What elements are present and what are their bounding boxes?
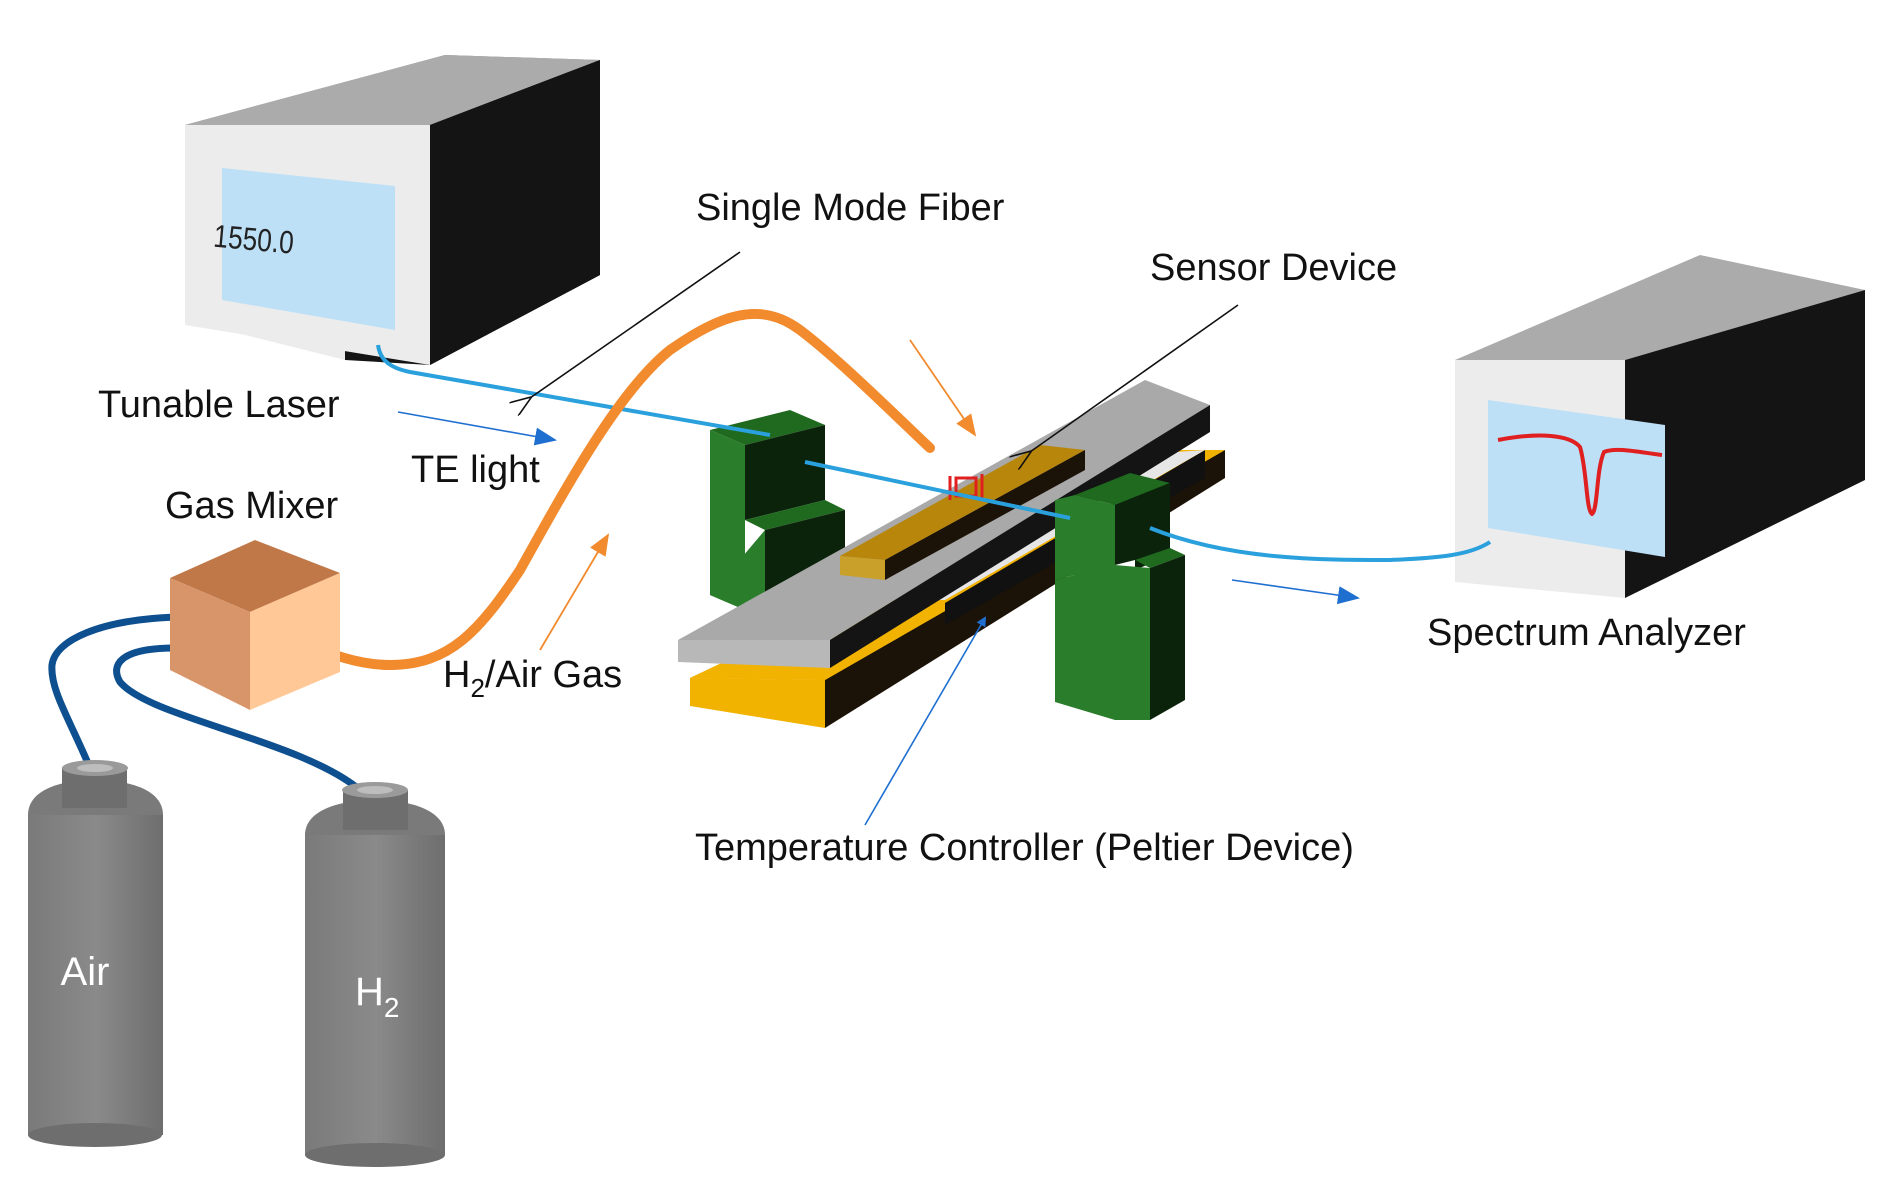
single-mode-fiber-label: Single Mode Fiber bbox=[696, 187, 1005, 229]
temperature-controller-label: Temperature Controller (Peltier Device) bbox=[695, 827, 1354, 869]
air-cylinder-label: Air bbox=[61, 950, 110, 994]
gas-cylinder-h2: H2 bbox=[305, 782, 445, 1167]
te-light-label: TE light bbox=[411, 449, 540, 491]
gas-tubing bbox=[48, 613, 364, 794]
spectrum-trace bbox=[1497, 433, 1663, 517]
gas-delivery-line bbox=[288, 308, 935, 671]
tunable-laser-box: 1550.0 bbox=[185, 55, 600, 365]
te-light-arrow bbox=[397, 411, 557, 446]
sensor-pointer-arrow bbox=[1030, 304, 1239, 452]
fiber-pointer-arrow bbox=[530, 251, 741, 398]
sensor-device-label: Sensor Device bbox=[1150, 247, 1397, 289]
optical-fiber bbox=[376, 344, 1492, 563]
laser-display-value: 1550.0 bbox=[212, 219, 295, 261]
sensor-stage bbox=[678, 380, 1225, 728]
gas-cylinder-air: Air bbox=[28, 760, 163, 1147]
h2-cylinder-label: H2 bbox=[355, 970, 399, 1023]
analyzer-display-screen bbox=[1488, 400, 1665, 557]
gas-mixer-cube bbox=[170, 540, 340, 710]
output-light-arrow bbox=[1231, 579, 1360, 605]
gas-flow-arrow bbox=[539, 533, 610, 651]
spectrum-analyzer-box bbox=[1455, 255, 1865, 598]
spectrum-analyzer-label: Spectrum Analyzer bbox=[1427, 612, 1746, 654]
gas-inlet-arrow bbox=[909, 339, 977, 437]
gas-mixer-label: Gas Mixer bbox=[165, 485, 338, 527]
gas-flow-label: H2/Air Gas bbox=[443, 654, 622, 703]
peltier-pointer-arrow bbox=[864, 616, 987, 826]
tunable-laser-label: Tunable Laser bbox=[98, 384, 340, 426]
laser-display-screen bbox=[222, 168, 395, 330]
